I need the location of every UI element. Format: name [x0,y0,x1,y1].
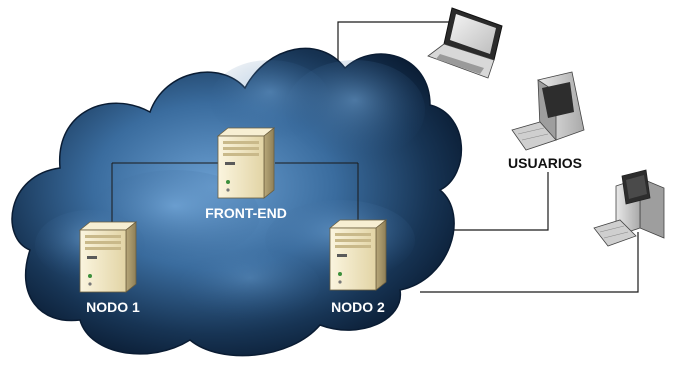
connection-lines [337,21,639,293]
server-icon [329,219,387,291]
node1-label: NODO 1 [86,299,140,315]
server-icon [217,127,275,199]
node2-label: NODO 2 [331,299,385,315]
node1-server: NODO 1 [79,221,140,315]
link-desktop-right [420,232,639,293]
cloud-icon [11,47,462,357]
node2-server: NODO 2 [329,219,387,315]
cluster-links [111,162,359,230]
desktop-computer-icon [593,169,665,247]
link-desktop-top [432,172,549,231]
link-laptop [337,21,450,62]
laptop-icon [427,7,503,79]
front-end-server: FRONT-END [205,127,287,221]
server-icon [79,221,137,293]
desktop-computer-icon [511,71,585,151]
front-end-label: FRONT-END [205,205,287,221]
users-label: USUARIOS [508,155,582,171]
